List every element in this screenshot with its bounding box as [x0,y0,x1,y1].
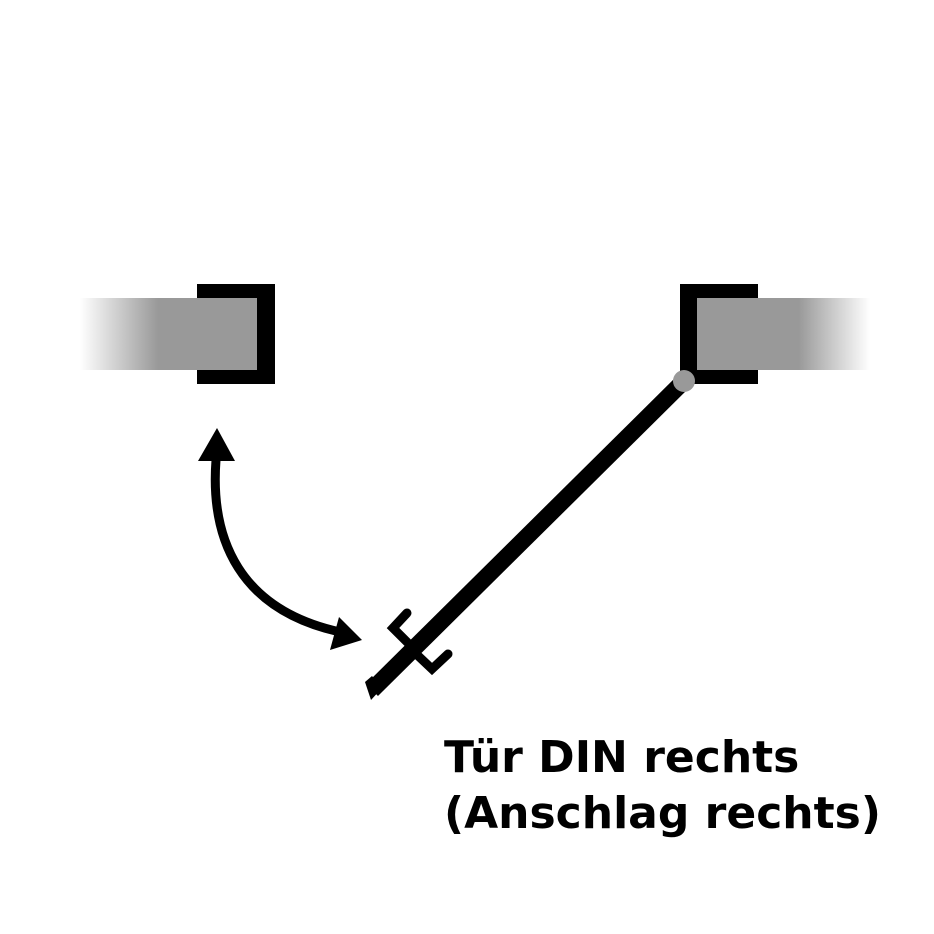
swing-arrow-icon [198,428,362,650]
left-wall [80,298,257,370]
caption-line-1: Tür DIN rechts [444,732,800,783]
diagram-caption: Tür DIN rechts (Anschlag rechts) [444,730,881,842]
caption-line-2: (Anschlag rechts) [444,788,881,839]
door-leaf [365,374,690,700]
door-handle [386,608,453,676]
hinge-icon [673,370,695,392]
right-wall [697,298,870,370]
